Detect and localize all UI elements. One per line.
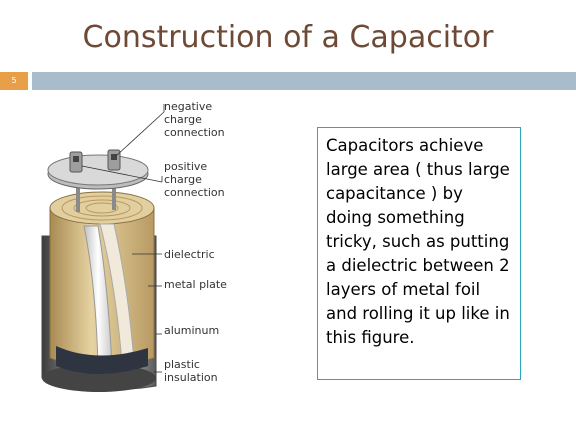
label-line: plastic [164, 358, 200, 371]
plastic-insulation-label: plastic insulation [164, 358, 218, 384]
slide-number-bar [0, 72, 28, 90]
label-line: insulation [164, 371, 218, 384]
label-line: negative [164, 100, 213, 113]
aluminum-label: aluminum [164, 324, 220, 337]
positive-charge-label: positive charge connection [164, 160, 225, 199]
label-line: positive [164, 160, 208, 173]
header-divider-bar [32, 72, 576, 90]
dielectric-label: dielectric [164, 248, 215, 261]
slide-number: 5 [11, 76, 17, 85]
description-text-box: Capacitors achieve large area ( thus lar… [317, 127, 521, 380]
label-line: connection [164, 186, 225, 199]
label-line: charge [164, 173, 202, 186]
label-line: connection [164, 126, 225, 139]
slide-title: Construction of a Capacitor [82, 20, 494, 55]
label-line: charge [164, 113, 202, 126]
capacitor-illustration [41, 104, 165, 392]
metal-plate-label: metal plate [164, 278, 227, 291]
negative-charge-label: negative charge connection [164, 100, 225, 139]
